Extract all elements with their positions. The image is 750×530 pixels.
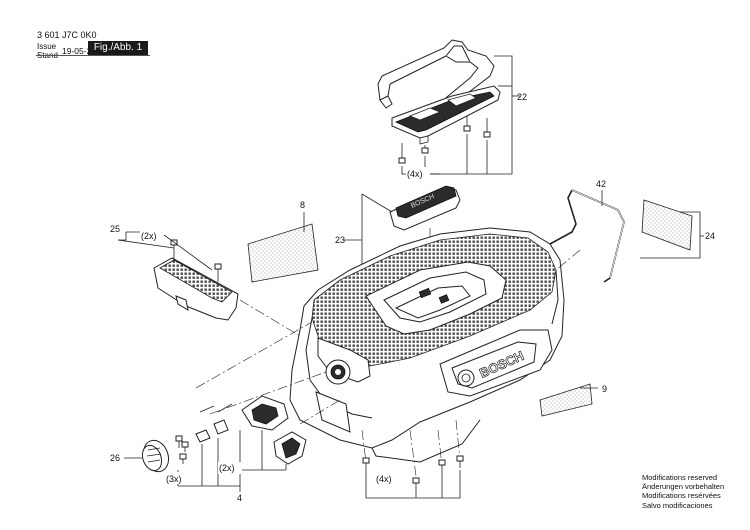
leader-25 bbox=[117, 239, 175, 249]
label-bg bbox=[218, 462, 242, 474]
note-de: Änderungen vorbehalten bbox=[642, 482, 725, 492]
handle-screws-22 bbox=[398, 116, 491, 164]
screw bbox=[214, 263, 222, 282]
main-housing: BOSCH bbox=[289, 227, 565, 463]
centerline bbox=[409, 429, 417, 477]
small-parts-4 bbox=[175, 395, 307, 465]
callout-23: 23 bbox=[335, 235, 345, 245]
centerline bbox=[195, 321, 313, 389]
qty-3x: (3x) bbox=[166, 474, 182, 484]
screw bbox=[421, 145, 429, 154]
figure-label: Fig./Abb. 1 bbox=[88, 41, 148, 55]
centerline bbox=[239, 299, 301, 337]
qty-2x-25: (2x) bbox=[141, 231, 157, 241]
label-bg bbox=[375, 472, 399, 484]
callout-8: 8 bbox=[300, 200, 305, 210]
handle-assembly-22 bbox=[377, 39, 501, 145]
leader-4x-bottom bbox=[365, 470, 461, 499]
callout-4: 4 bbox=[237, 493, 242, 503]
badge-cover-23: BOSCH bbox=[389, 185, 461, 231]
centerline bbox=[437, 429, 443, 467]
leader-4 bbox=[177, 430, 287, 492]
note-fr: Modifications resérvées bbox=[642, 491, 721, 501]
callout-22: 22 bbox=[517, 92, 527, 102]
knob-26 bbox=[141, 439, 170, 473]
spring bbox=[217, 403, 233, 413]
note-en: Modifications reserved bbox=[642, 473, 718, 482]
qty-4x-top: (4x) bbox=[407, 169, 423, 179]
label-bg bbox=[166, 472, 190, 484]
callout-9: 9 bbox=[602, 384, 607, 394]
label-bg bbox=[406, 167, 430, 179]
plate-9 bbox=[539, 383, 593, 417]
screw bbox=[181, 441, 189, 452]
rating-plate-24 bbox=[641, 199, 693, 251]
part-number: 3 601 J7C 0K0 bbox=[37, 30, 97, 40]
screw bbox=[412, 477, 420, 490]
screw bbox=[175, 435, 183, 448]
issue-date: 19-05-29 bbox=[62, 46, 97, 56]
pin bbox=[213, 419, 229, 435]
callout-26: 26 bbox=[110, 453, 120, 463]
spring bbox=[199, 405, 215, 413]
callout-24: 24 bbox=[705, 231, 715, 241]
centerline bbox=[455, 419, 461, 461]
note-es: Salvo modificaciones bbox=[642, 500, 713, 510]
qty-2x-4: (2x) bbox=[219, 463, 235, 473]
qty-4x-bottom: (4x) bbox=[376, 474, 392, 484]
leader-22 bbox=[494, 55, 513, 174]
centerline bbox=[299, 399, 341, 425]
header-rule bbox=[36, 55, 150, 56]
label-bg bbox=[140, 228, 164, 240]
leader-24 bbox=[640, 211, 701, 259]
bottom-screws bbox=[362, 455, 464, 490]
callout-42: 42 bbox=[596, 179, 606, 189]
screw bbox=[362, 457, 370, 470]
modification-notes: Modifications reserved Änderungen vorbeh… bbox=[642, 473, 724, 510]
issue-label-en: Issue bbox=[37, 42, 57, 51]
screw bbox=[179, 453, 187, 464]
centerline bbox=[361, 429, 367, 463]
label-sheet-8 bbox=[247, 223, 319, 283]
end-cap-25 bbox=[153, 257, 239, 321]
pin bbox=[195, 429, 211, 443]
screw bbox=[463, 116, 471, 132]
screw bbox=[456, 455, 464, 468]
leader-23 bbox=[361, 193, 393, 213]
screw bbox=[483, 118, 491, 138]
callout-25: 25 bbox=[110, 224, 120, 234]
centerline bbox=[209, 371, 327, 415]
centerline bbox=[555, 249, 581, 271]
screw bbox=[398, 143, 406, 164]
screw bbox=[438, 459, 446, 472]
